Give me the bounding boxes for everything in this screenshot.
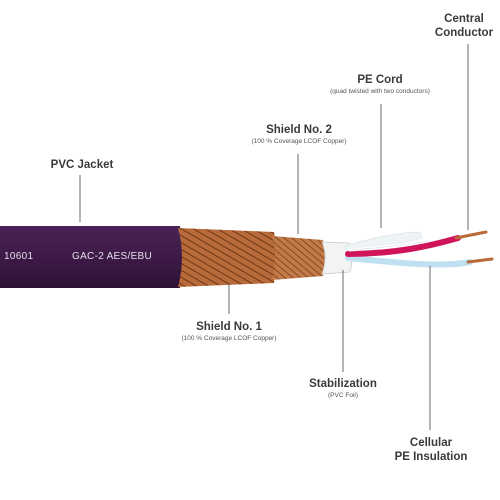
label-central-conductor: Central Conductor (435, 12, 493, 40)
pvc-jacket-body (0, 226, 182, 288)
label-pvc-jacket: PVC Jacket (51, 158, 114, 172)
label-pe-cord: PE Cord (quad twisted with two conductor… (330, 73, 430, 97)
red-wire-conductor (454, 230, 488, 240)
label-shield-no2: Shield No. 2 (100 % Coverage LCOF Copper… (251, 123, 346, 147)
leader-lines (79, 44, 469, 430)
shield-no2-braid (272, 236, 325, 280)
pvc-jacket-title: PVC Jacket (50, 159, 114, 171)
shield-no2-subtitle: (100 % Coverage LCOF Copper) (251, 138, 347, 145)
jacket-print-code: 10601 (4, 251, 34, 262)
jacket-print-model: GAC-2 AES/EBU (72, 251, 153, 262)
stabilization-title: Stabilization (309, 378, 377, 390)
label-stabilization: Stabilization (PVC Foil) (309, 377, 377, 401)
label-shield-no1: Shield No. 1 (100 % Coverage LCOF Copper… (181, 320, 276, 344)
central-conductor-line2: Conductor (434, 27, 494, 39)
central-conductor-line1: Central (444, 13, 484, 25)
label-cellular-pe-insulation: Cellular PE Insulation (395, 436, 468, 464)
shield-no1-subtitle: (100 % Coverage LCOF Copper) (181, 335, 277, 342)
cellular-line1: Cellular (409, 437, 453, 449)
pe-cord-subtitle: (quad twisted with two conductors) (330, 88, 430, 95)
blue-wire-conductor (466, 257, 494, 264)
shield-no1-title: Shield No. 1 (196, 321, 262, 333)
cellular-line2: PE Insulation (394, 451, 468, 463)
shield-no1-braid (178, 228, 276, 287)
red-wire (345, 235, 461, 257)
pe-cord-title: PE Cord (357, 74, 403, 86)
blue-wire (345, 255, 473, 268)
shield-no2-title: Shield No. 2 (266, 124, 332, 136)
stabilization-subtitle: (PVC Foil) (328, 392, 358, 399)
